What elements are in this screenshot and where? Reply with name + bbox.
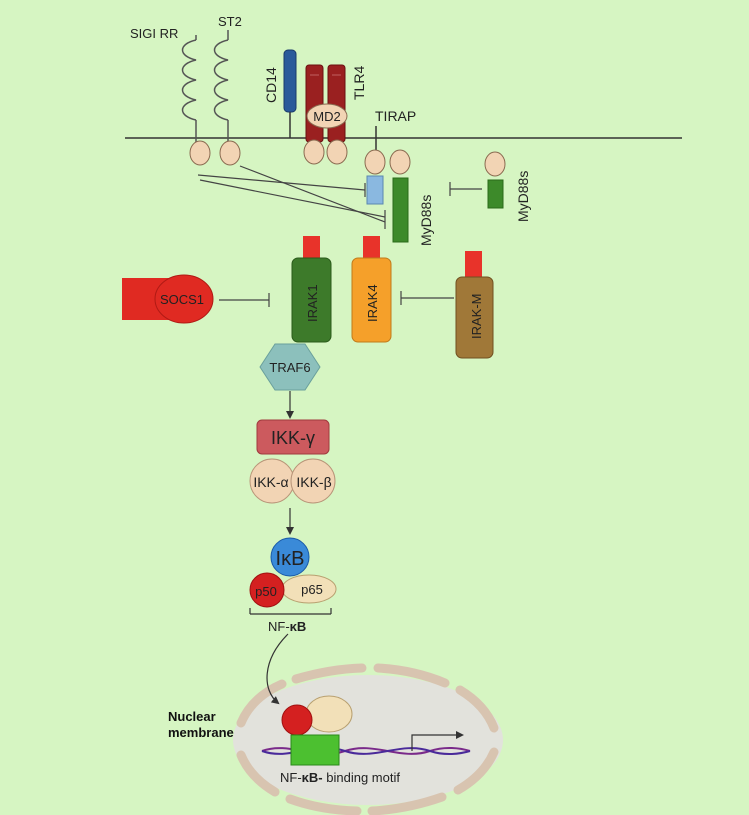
inhibition-myd88s [449, 182, 482, 196]
socs1-label: SOCS1 [160, 292, 204, 307]
myd88s-bar-1 [392, 177, 409, 243]
traf6-hexagon [259, 343, 321, 391]
irak1-label: IRAK1 [305, 284, 320, 322]
tlr4-label: TLR4 [351, 66, 367, 100]
p50-circle [249, 572, 285, 608]
tlr4-chain-right [327, 64, 346, 143]
st2-label: ST2 [218, 14, 242, 29]
irakm-cap [465, 251, 482, 279]
p50-nuclear [281, 704, 313, 736]
sigirr-receptor [181, 35, 211, 166]
tirap-box [366, 175, 384, 205]
irakm-box [455, 276, 494, 359]
nfkb-bracket [249, 608, 332, 615]
inhibition-socs1 [219, 293, 270, 307]
myd88s-bar-2 [487, 179, 504, 209]
ikk-gamma-label: IKK-γ [271, 428, 315, 448]
p50-label: p50 [255, 584, 277, 599]
inhibition-lines-receptors [197, 165, 386, 229]
inhibition-irakm [400, 291, 454, 305]
md2-label: MD2 [313, 109, 340, 124]
tlr4-tir-right [326, 139, 348, 165]
traf6-label: TRAF6 [269, 360, 310, 375]
transcription-arrow [411, 731, 464, 751]
ikb-circle [270, 537, 310, 577]
tirap-bead [364, 149, 386, 175]
md2-oval [306, 103, 348, 129]
irak4-cap [363, 236, 380, 260]
socs1-head [154, 274, 214, 324]
binding-motif-box [290, 734, 340, 766]
irak4-label: IRAK4 [365, 284, 380, 322]
st2-tir-domain [219, 140, 241, 166]
cd14-bar [283, 49, 297, 113]
myd88s-bead-2 [484, 151, 506, 177]
ikk-beta-circle [290, 458, 336, 504]
sigirr-label: SIGI RR [130, 26, 178, 41]
p65-label: p65 [301, 582, 323, 597]
nuclear-membrane-segments [236, 663, 499, 815]
ikk-alpha-label: IKK-α [253, 474, 288, 490]
nfkb-label: NF-κB [268, 619, 306, 634]
tlr4-chain-left [305, 64, 324, 143]
tirap-label: TIRAP [375, 108, 416, 124]
myd88s-label-2: MyD88s [515, 171, 531, 222]
myd88s-label-1: MyD88s [418, 195, 434, 246]
irak1-box [291, 257, 332, 343]
arrow-nfkb-nucleus [266, 633, 289, 705]
irak1-cap [303, 236, 320, 260]
st2-receptor [213, 30, 241, 166]
cd14-label: CD14 [263, 67, 279, 103]
nuclear-membrane-label: Nuclear membrane [168, 709, 234, 740]
ikk-gamma-box [256, 419, 330, 455]
binding-motif-label: NF-κB- binding motif [280, 770, 400, 785]
irak4-box [351, 257, 392, 343]
ikb-label: IκB [276, 548, 305, 570]
sigirr-tir-domain [189, 140, 211, 166]
p65-nuclear [305, 695, 353, 733]
ikk-beta-label: IKK-β [296, 474, 331, 490]
myd88s-bead-1 [389, 149, 411, 175]
irakm-label: IRAK-M [469, 294, 484, 340]
tlr4-tir-left [303, 139, 325, 165]
